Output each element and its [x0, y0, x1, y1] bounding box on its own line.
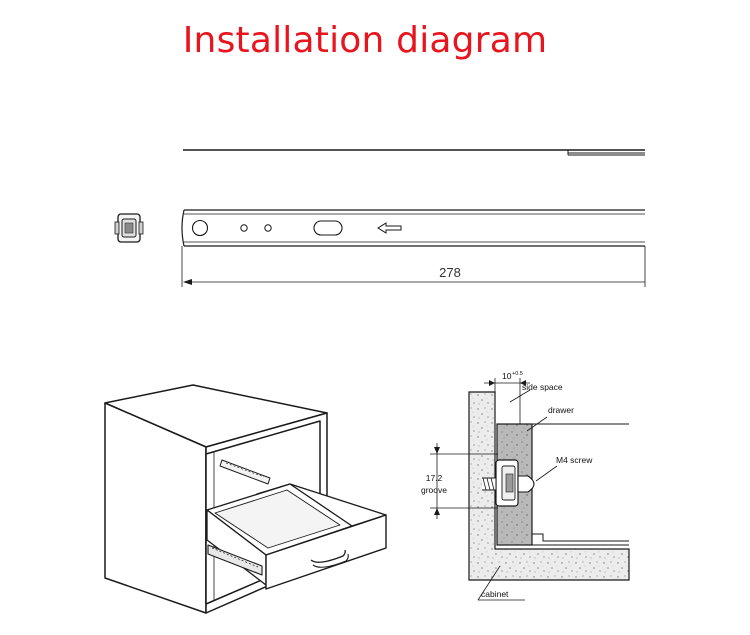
page-title: Installation diagram [182, 20, 548, 61]
arrow-left-icon [377, 222, 402, 234]
mount-hole [240, 224, 248, 232]
rail-clip-icon [114, 213, 144, 243]
rail-length-dimension [181, 246, 646, 287]
mount-hole [264, 224, 272, 232]
cabinet-label: cabinet [481, 589, 509, 599]
side-space-label: side space [522, 382, 563, 392]
slot-hole [313, 220, 343, 236]
section-detail [430, 378, 630, 601]
mount-hole [191, 219, 209, 237]
cabinet-illustration [104, 384, 387, 614]
groove-value: 17.2 [426, 473, 443, 483]
screw-label: M4 screw [556, 455, 593, 465]
groove-label: groove [421, 485, 447, 495]
rail-length-label: 278 [439, 265, 461, 280]
rail-top-view [183, 149, 645, 156]
drawer-label: drawer [548, 405, 574, 415]
rail-side-view [181, 209, 645, 247]
section-labels: 10 +0.5 side space drawer M4 screw 17.2 … [421, 371, 593, 599]
side-space-tolerance: +0.5 [512, 371, 523, 377]
side-space-value: 10 [502, 371, 512, 381]
